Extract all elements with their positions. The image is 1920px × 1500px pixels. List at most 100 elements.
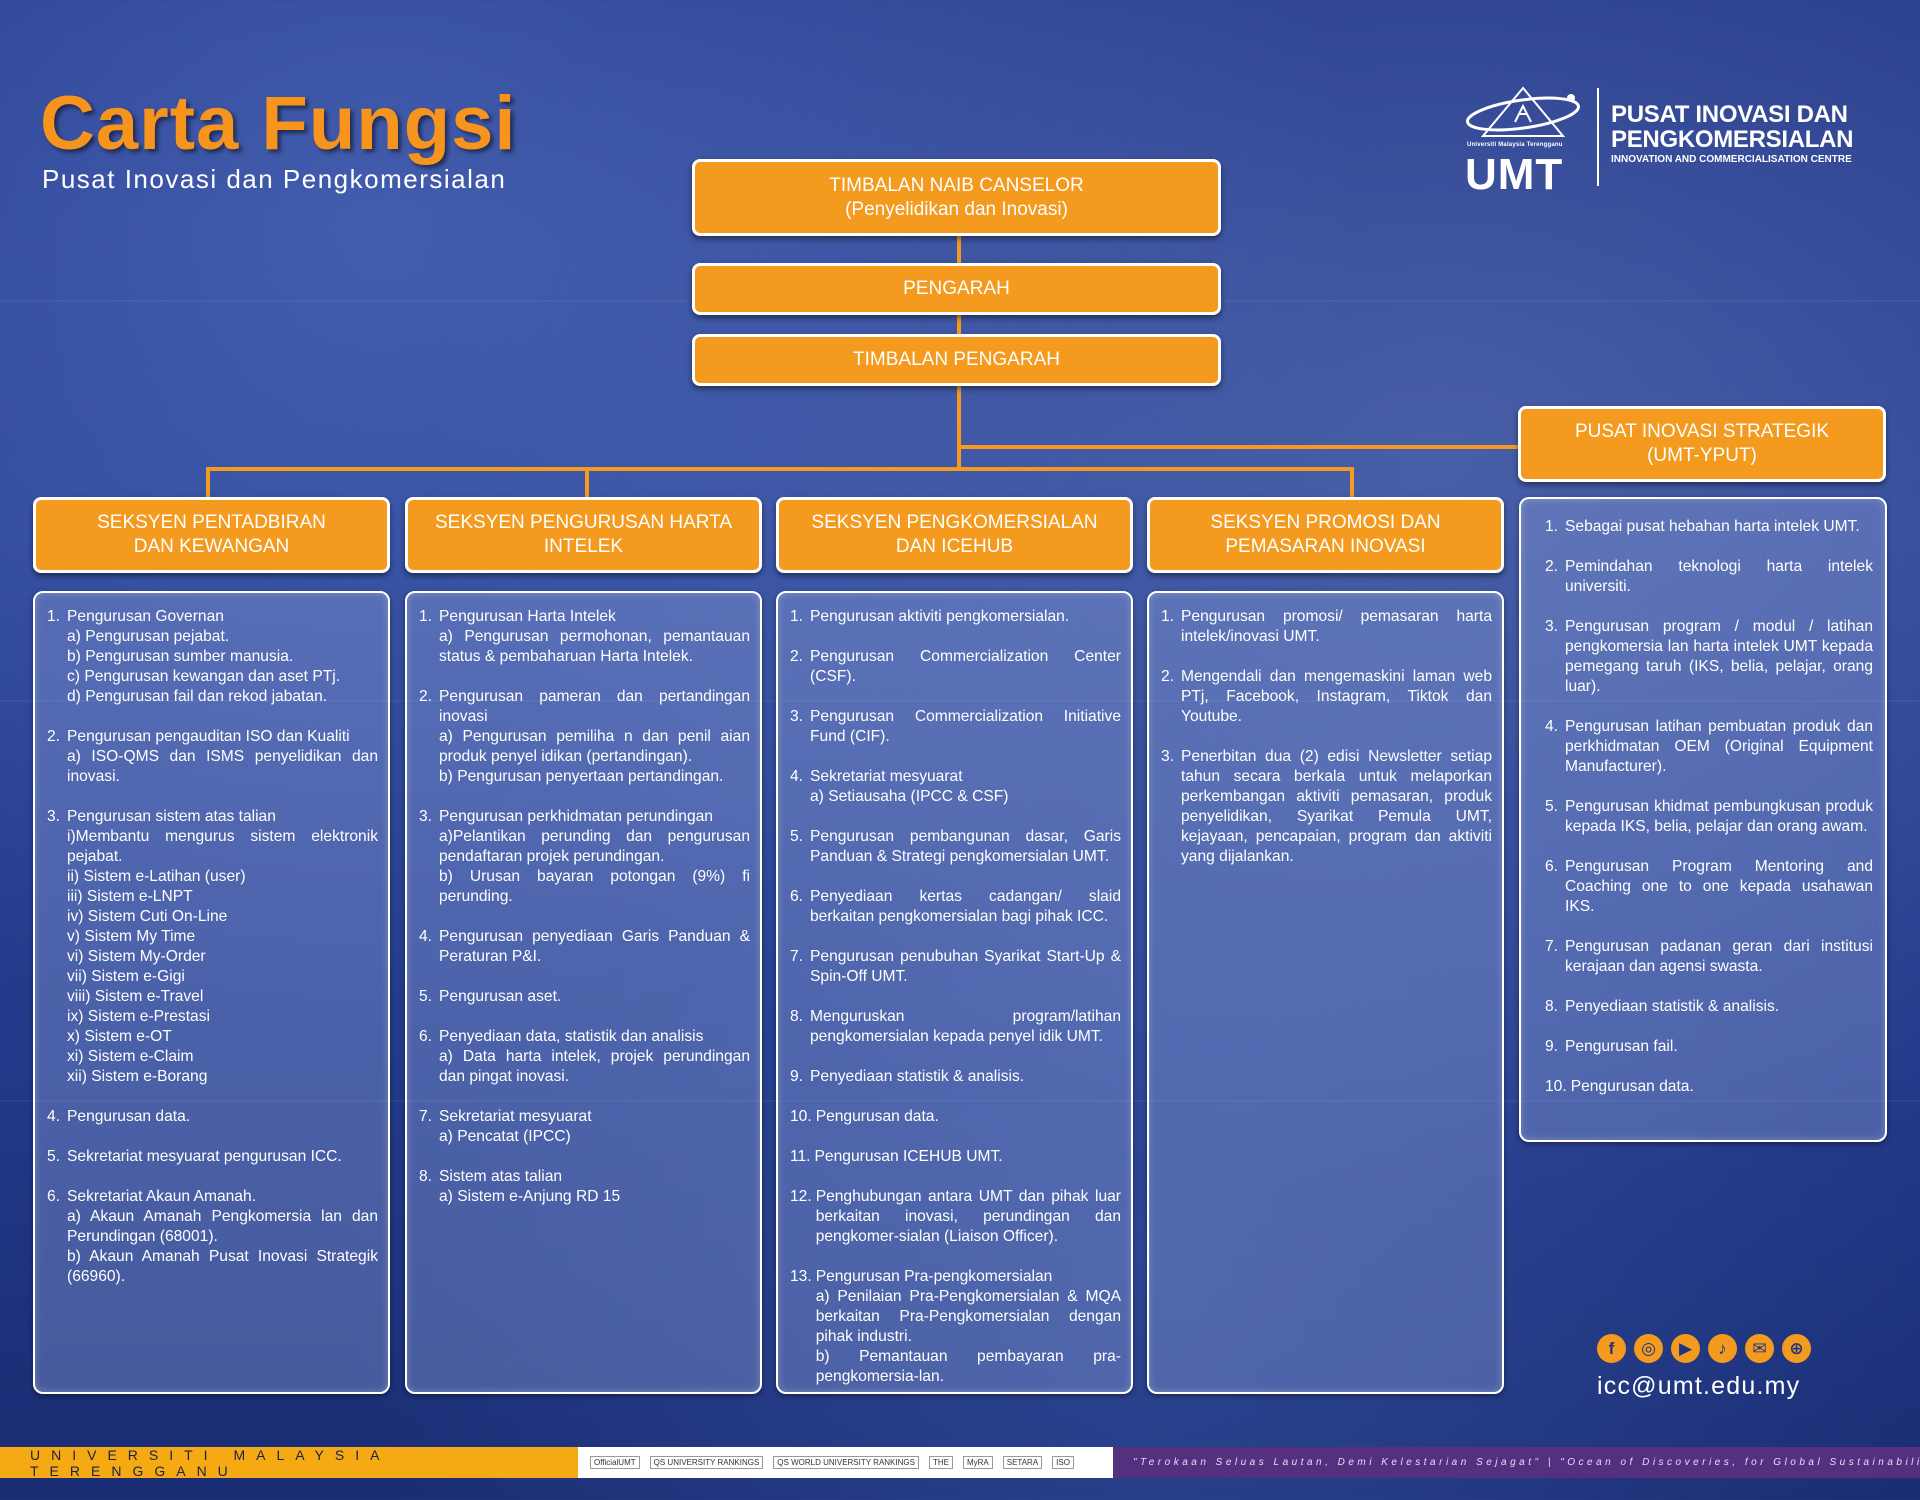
sub-item: v) Sistem My Time [67,928,196,945]
instagram-icon[interactable]: ◎ [1634,1334,1663,1363]
item-heading: Pengurusan aset. [439,988,562,1005]
box-timbalan-naib-canselor: TIMBALAN NAIB CANSELOR(Penyelidikan dan … [692,159,1221,236]
section-title-line1: SEKSYEN PENTADBIRAN [97,512,326,533]
item-number: 3. [790,708,804,725]
section-title-line1: SEKSYEN PENGKOMERSIALAN [811,512,1098,533]
sub-item: d) Pengurusan fail dan rekod jabatan. [67,688,328,705]
tiktok-icon[interactable]: ♪ [1708,1334,1737,1363]
sub-item: iv) Sistem Cuti On-Line [67,908,228,925]
sub-item: a) Data harta intelek, projek perundinga… [439,1048,750,1085]
function-item: 5.Pengurusan aset. [419,987,750,1007]
sub-item: a) Setiausaha (IPCC & CSF) [810,788,1009,805]
function-item: 3.Pengurusan Commercialization Initiativ… [790,707,1121,747]
item-number: 2. [1161,668,1175,685]
function-item: 2.Mengendali dan mengemaskini laman web … [1161,667,1492,727]
item-number: 9. [790,1068,804,1085]
page-title: Carta Fungsi [40,81,517,166]
function-item: 5.Pengurusan khidmat pembungkusan produk… [1545,797,1873,837]
connector-pis [959,445,1521,449]
ranking-badge: SETARA [1002,1456,1043,1469]
section-title-line1: SEKSYEN PENGURUSAN HARTA [434,512,733,533]
page-subtitle: Pusat Inovasi dan Pengkomersialan [42,164,507,194]
ranking-badge: QS WORLD UNIVERSITY RANKINGS [773,1456,919,1469]
function-item: 6.Penyediaan kertas cadangan/ slaid berk… [790,887,1121,927]
item-text: Pengurusan data. [1571,1077,1873,1097]
footer-university: UNIVERSITI MALAYSIA TERENGGANU [0,1447,578,1479]
item-text: Pengurusan penubuhan Syarikat Start-Up &… [810,947,1121,987]
item-heading: Penyediaan statistik & analisis. [1565,998,1780,1015]
item-heading: Pengurusan program / modul / latihan pen… [1565,618,1873,695]
ranking-badge: MyRA [962,1456,993,1469]
item-text: Penghubungan antara UMT dan pihak luar b… [816,1187,1121,1247]
sub-item: i)Membantu mengurus sistem elektronik pe… [67,828,378,865]
item-heading: Pengurusan sistem atas talian [67,808,276,825]
item-heading: Pengurusan Program Mentoring and Coachin… [1565,858,1873,915]
pis-title: PUSAT INOVASI STRATEGIK [1574,421,1830,442]
item-heading: Pengurusan Commercialization Center (CSF… [810,648,1121,685]
logo-centre-english: INNOVATION AND COMMERCIALISATION CENTRE [1611,154,1852,165]
item-text: Sekretariat mesyuarat pengurusan ICC. [67,1147,378,1167]
sub-item: b) Urusan bayaran potongan (9%) fi perun… [439,868,750,905]
sub-item: x) Sistem e-OT [67,1028,172,1045]
logo-university-name: Universiti Malaysia Terengganu [1467,142,1563,148]
item-heading: Penghubungan antara UMT dan pihak luar b… [815,1188,1121,1245]
item-text: Pengurusan padanan geran dari institusi … [1565,937,1873,977]
function-item: 7.Pengurusan penubuhan Syarikat Start-Up… [790,947,1121,987]
mail-icon[interactable]: ✉ [1745,1334,1774,1363]
item-number: 3. [1545,618,1559,635]
youtube-icon[interactable]: ▶ [1671,1334,1700,1363]
box-pengarah: PENGARAH [692,263,1221,315]
footer-motto: "Terokaan Seluas Lautan, Demi Kelestaria… [1113,1447,1920,1478]
item-heading: Pengurusan pembangunan dasar, Garis Pand… [810,828,1121,865]
sub-item: b) Pengurusan penyertaan pertandingan. [439,768,724,785]
function-item: 6.Sekretariat Akaun Amanah.a) Akaun Aman… [47,1187,378,1287]
item-text: Pengurusan penyediaan Garis Panduan & Pe… [439,927,750,967]
function-item: 2.Pengurusan pengauditan ISO dan Kualiti… [47,727,378,787]
item-number: 5. [47,1148,61,1165]
sub-item: a) Pencatat (IPCC) [439,1128,571,1145]
item-heading: Pengurusan data. [815,1108,939,1125]
item-text: Pengurusan data. [67,1107,378,1127]
item-text: Pengurusan khidmat pembungkusan produk k… [1565,797,1873,837]
item-text: Pengurusan Program Mentoring and Coachin… [1565,857,1873,917]
item-text: Penyediaan kertas cadangan/ slaid berkai… [810,887,1121,927]
sub-item: iii) Sistem e-LNPT [67,888,193,905]
sub-item: b) Pemantauan pembayaran pra-pengkomersi… [815,1348,1121,1385]
item-heading: Pengurusan penyediaan Garis Panduan & Pe… [439,928,750,965]
sub-item: a)Pelantikan perunding dan pengurusan pe… [439,828,750,865]
web-icon[interactable]: ⊕ [1782,1334,1811,1363]
function-item: 5. Sekretariat mesyuarat pengurusan ICC. [47,1147,378,1167]
sub-item: xii) Sistem e-Borang [67,1068,208,1085]
item-number: 8. [1545,998,1559,1015]
facebook-icon[interactable]: f [1597,1334,1626,1363]
connector-horizontal [206,467,1354,471]
item-heading: Pengurusan aktiviti pengkomersialan. [810,608,1070,625]
item-heading: Pengurusan fail. [1565,1038,1678,1055]
item-text: Pengurusan fail. [1565,1037,1873,1057]
logo-line1: PUSAT INOVASI DAN [1611,101,1848,128]
item-text: Pengurusan Commercialization Center (CSF… [810,647,1121,687]
item-heading: Pengurusan padanan geran dari institusi … [1565,938,1873,975]
item-number: 6. [1545,858,1559,875]
function-item: 10.Pengurusan data. [1545,1077,1873,1097]
item-heading: Penyediaan kertas cadangan/ slaid berkai… [810,888,1121,925]
contact-email[interactable]: icc@umt.edu.my [1597,1372,1801,1400]
item-heading: Pengurusan pameran dan pertandingan inov… [439,688,750,725]
section-functions-box-4: 1.Pengurusan promosi/ pemasaran harta in… [1147,591,1504,1394]
function-item: 1.Sebagai pusat hebahan harta intelek UM… [1545,517,1873,537]
pis-functions-box: 1.Sebagai pusat hebahan harta intelek UM… [1519,497,1887,1142]
function-item: 9.Penyediaan statistik & analisis. [790,1067,1121,1087]
ranking-badge: OfficialUMT [590,1456,640,1469]
function-item: 8. Penyediaan statistik & analisis. [1545,997,1873,1017]
item-heading: Pengurusan khidmat pembungkusan produk k… [1565,798,1873,835]
sub-item: xi) Sistem e-Claim [67,1048,194,1065]
box-timbalan-pengarah: TIMBALAN PENGARAH [692,334,1221,386]
item-number: 6. [419,1028,433,1045]
